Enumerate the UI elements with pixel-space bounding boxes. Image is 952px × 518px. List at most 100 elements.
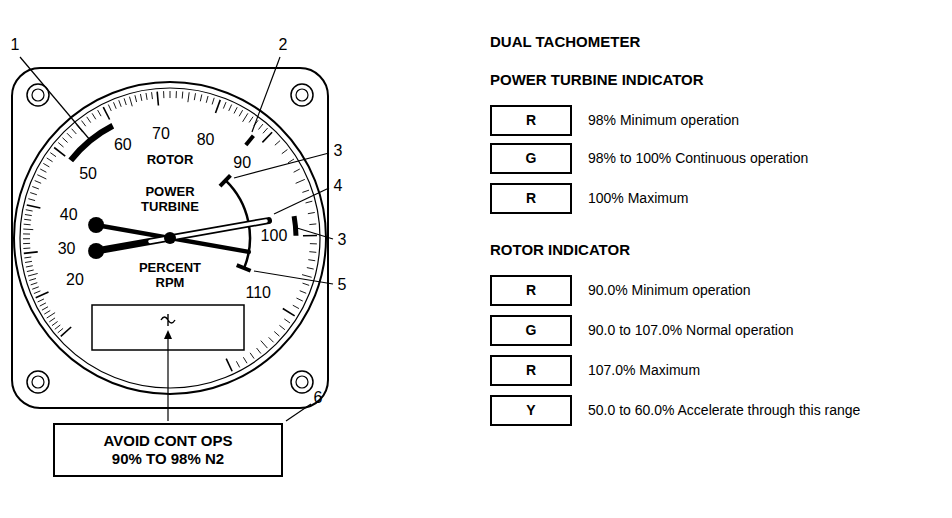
scale-tick (302, 190, 309, 192)
leader-line (167, 334, 168, 421)
scale-tick (243, 357, 247, 363)
scale-tick (47, 313, 55, 318)
scale-tick (306, 201, 313, 203)
scale-number: 110 (245, 284, 271, 302)
scale-tick (108, 105, 111, 111)
needle-tail (88, 217, 104, 233)
scale-tick (309, 251, 316, 253)
scale-tick (98, 110, 101, 116)
scale-tick (269, 337, 274, 342)
scale-tick (40, 169, 46, 172)
scale-tick (40, 303, 46, 306)
leader-line (20, 57, 90, 140)
mounting-screw (291, 371, 313, 393)
scale-tick (146, 93, 147, 100)
scale-tick (25, 261, 32, 262)
scale-tick (206, 96, 208, 103)
scale-tick (151, 92, 153, 99)
scale-number: 50 (79, 165, 97, 183)
scale-tick (72, 129, 77, 134)
scale-tick (34, 291, 40, 294)
range-description: 50.0 to 60.0% Accelerate through this ra… (588, 402, 860, 418)
scale-tick (249, 117, 253, 123)
callout-number: 4 (334, 177, 343, 195)
leader-line (274, 188, 329, 214)
scale-tick (226, 359, 232, 372)
scale-number: 70 (152, 125, 170, 143)
range-description: 98% Minimum operation (588, 112, 739, 128)
scale-tick (303, 235, 317, 237)
scale-tick (302, 275, 312, 278)
color-code-box: G (490, 143, 572, 174)
scale-tick (67, 133, 72, 138)
scale-tick (140, 94, 141, 101)
range-description: 90.0 to 107.0% Normal operation (588, 322, 793, 338)
scale-tick (300, 291, 306, 294)
scale-tick (163, 91, 164, 98)
range-description: 90.0% Minimum operation (588, 282, 751, 298)
scale-tick (243, 113, 248, 121)
leader-line (252, 57, 280, 132)
caution-placard: AVOID CONT OPS 90% TO 98% N2 (53, 423, 283, 477)
scale-tick (31, 283, 38, 285)
scale-number: 80 (197, 131, 215, 149)
scale-tick (129, 97, 132, 107)
rotor-limit-mark (237, 265, 251, 271)
scale-tick (303, 283, 310, 285)
scale-tick (114, 102, 117, 108)
scale-number: 100 (261, 227, 288, 245)
scale-tick (215, 100, 220, 113)
scale-tick (32, 287, 39, 289)
scale-tick (55, 325, 60, 329)
needle-pivot (164, 232, 176, 244)
scale-tick (275, 141, 280, 146)
scale-tick (24, 257, 31, 259)
scale-tick (200, 94, 202, 101)
scale-tick (25, 214, 32, 215)
scale-tick (28, 273, 38, 276)
scale-tick (223, 102, 226, 108)
scale-tick (27, 205, 41, 208)
callout-number: 6 (314, 389, 323, 407)
mounting-screw (296, 376, 308, 388)
scale-tick (42, 307, 48, 310)
dial-face (20, 88, 320, 388)
scale-tick (24, 252, 38, 253)
scale-tick (26, 266, 33, 267)
section-heading: POWER TURBINE INDICATOR (490, 71, 704, 88)
scale-tick (308, 260, 315, 261)
scale-tick (52, 321, 58, 325)
scale-tick (29, 278, 36, 280)
scale-tick (262, 132, 272, 142)
color-code-letter: R (526, 190, 536, 207)
scale-tick (296, 298, 302, 301)
color-code-box: R (490, 275, 572, 306)
scale-tick (293, 305, 299, 308)
scale-tick (135, 95, 137, 102)
scale-tick (188, 92, 189, 102)
scale-number: 40 (60, 205, 78, 223)
leader-line (286, 404, 311, 421)
scale-tick (229, 105, 232, 111)
scale-tick (157, 92, 158, 106)
color-code-letter: R (526, 362, 536, 379)
color-code-letter: R (526, 112, 536, 129)
section-heading: ROTOR INDICATOR (490, 241, 630, 258)
scale-tick (23, 233, 30, 234)
scale-tick (47, 158, 53, 162)
power-turbine-limit-mark (246, 136, 254, 145)
scale-tick (23, 238, 30, 239)
scale-tick (61, 327, 71, 336)
needle-tail (88, 243, 104, 259)
color-code-letter: G (526, 150, 537, 167)
arrowhead (164, 330, 172, 339)
power-turbine-needle (96, 221, 268, 251)
scale-tick (44, 311, 50, 315)
diagram-title: DUAL TACHOMETER (490, 33, 640, 50)
color-code-box: R (490, 355, 572, 386)
scale-tick (37, 175, 46, 179)
scale-tick (28, 199, 35, 201)
scale-tick (26, 210, 33, 211)
scale-tick (49, 318, 55, 322)
scale-tick (54, 147, 65, 156)
